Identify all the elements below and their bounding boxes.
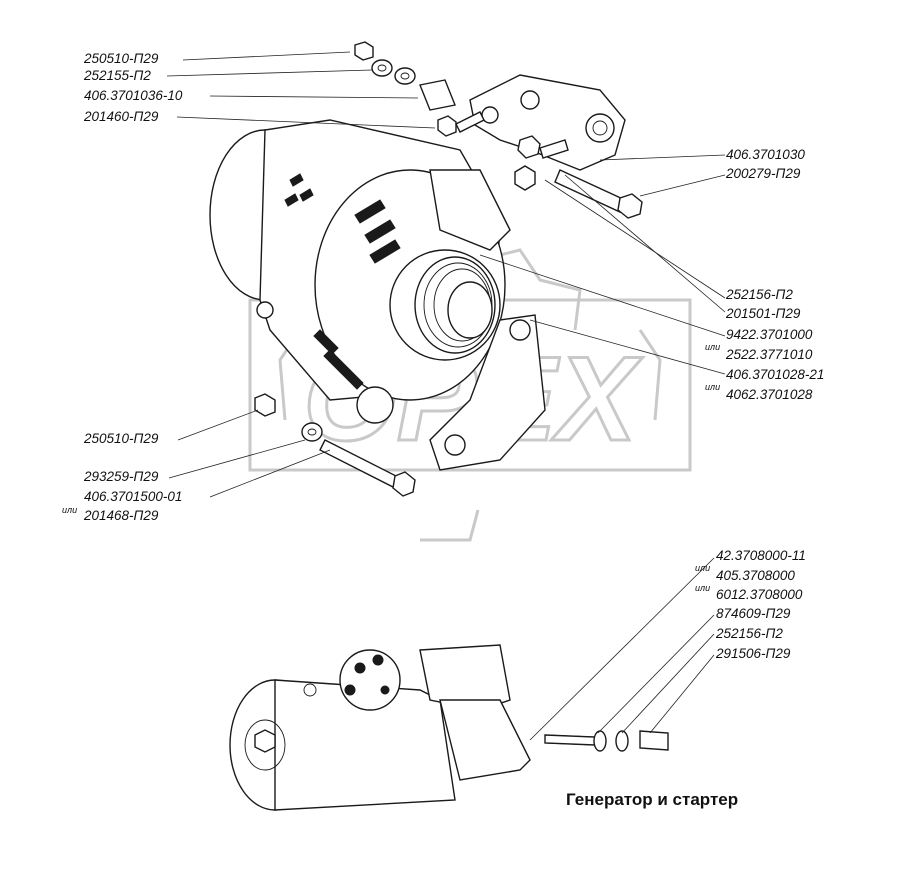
label-part-252156-starter: 252156-П2 <box>716 626 783 641</box>
starter-motor <box>229 644 531 811</box>
label-part-406-3701028: 406.3701028-21 <box>726 367 825 382</box>
alternator <box>209 119 511 424</box>
label-part-201501: 201501-П29 <box>726 306 801 321</box>
label-or: или <box>705 342 721 352</box>
label-part-201460: 201460-П29 <box>84 109 159 124</box>
label-part-406-3701036: 406.3701036-10 <box>84 88 183 103</box>
top-fasteners <box>354 41 643 219</box>
label-part-201468: 201468-П29 <box>84 508 159 523</box>
label-part-2522-3771010: 2522.3771010 <box>726 347 813 362</box>
diagram-caption: Генератор и стартер <box>566 790 739 809</box>
starter-fasteners <box>544 730 669 752</box>
label-part-406-3701500: 406.3701500-01 <box>84 489 183 504</box>
label-part-200279: 200279-П29 <box>726 166 801 181</box>
label-part-252156: 252156-П2 <box>726 287 793 302</box>
mounting-bracket <box>429 314 546 471</box>
label-part-4062-3701028: 4062.3701028 <box>726 387 813 402</box>
label-part-6012-3708000: 6012.3708000 <box>716 587 803 602</box>
label-or: или <box>695 563 711 573</box>
label-part-42-3708000: 42.3708000-11 <box>716 548 806 563</box>
leader-lines <box>166 51 726 741</box>
label-part-291506: 291506-П29 <box>716 646 791 661</box>
label-or: или <box>62 505 78 515</box>
label-part-293259: 293259-П29 <box>84 469 159 484</box>
label-part-250510-lower: 250510-П29 <box>84 431 159 446</box>
lower-fasteners <box>254 393 416 497</box>
label-part-252155: 252155-П2 <box>84 68 151 83</box>
label-part-250510: 250510-П29 <box>84 51 159 66</box>
label-or: или <box>695 583 711 593</box>
label-part-874609: 874609-П29 <box>716 606 791 621</box>
tension-bracket <box>469 74 626 171</box>
label-part-9422-3701000: 9422.3701000 <box>726 327 813 342</box>
label-or: или <box>705 382 721 392</box>
label-part-405-3708000: 405.3708000 <box>716 568 795 583</box>
label-part-406-3701030: 406.3701030 <box>726 147 805 162</box>
